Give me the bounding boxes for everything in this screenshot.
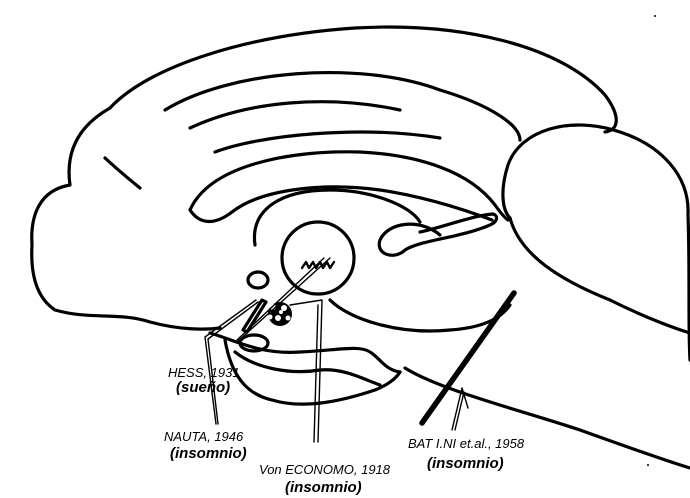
hess-effect: (sueño) xyxy=(176,379,230,396)
economo-name: Von ECONOMO, 1918 xyxy=(259,462,391,477)
speck xyxy=(654,15,656,17)
small-oval-upper xyxy=(248,272,268,288)
sulcus-upper xyxy=(190,102,400,128)
sulcus-short xyxy=(105,158,140,188)
nauta-name: NAUTA, 1946 xyxy=(164,429,244,444)
sulcus-frontal xyxy=(215,132,440,152)
batini-name: BAT I.NI et.al., 1958 xyxy=(408,436,525,451)
batini-effect: (insomnio) xyxy=(427,455,504,472)
cingulate-sulcus xyxy=(165,73,520,140)
nauta-effect: (insomnio) xyxy=(170,445,247,462)
economo-effect: (insomnio) xyxy=(285,479,362,496)
brainstem-lines xyxy=(405,218,690,468)
thalamus-circle xyxy=(282,222,354,294)
thalamic-arc xyxy=(254,190,420,245)
speck xyxy=(647,464,649,466)
hess-name: HESS, 1931 xyxy=(168,365,240,380)
hook-structure xyxy=(379,214,496,255)
corpus-callosum xyxy=(190,152,508,222)
lesion-cluster xyxy=(268,302,293,326)
